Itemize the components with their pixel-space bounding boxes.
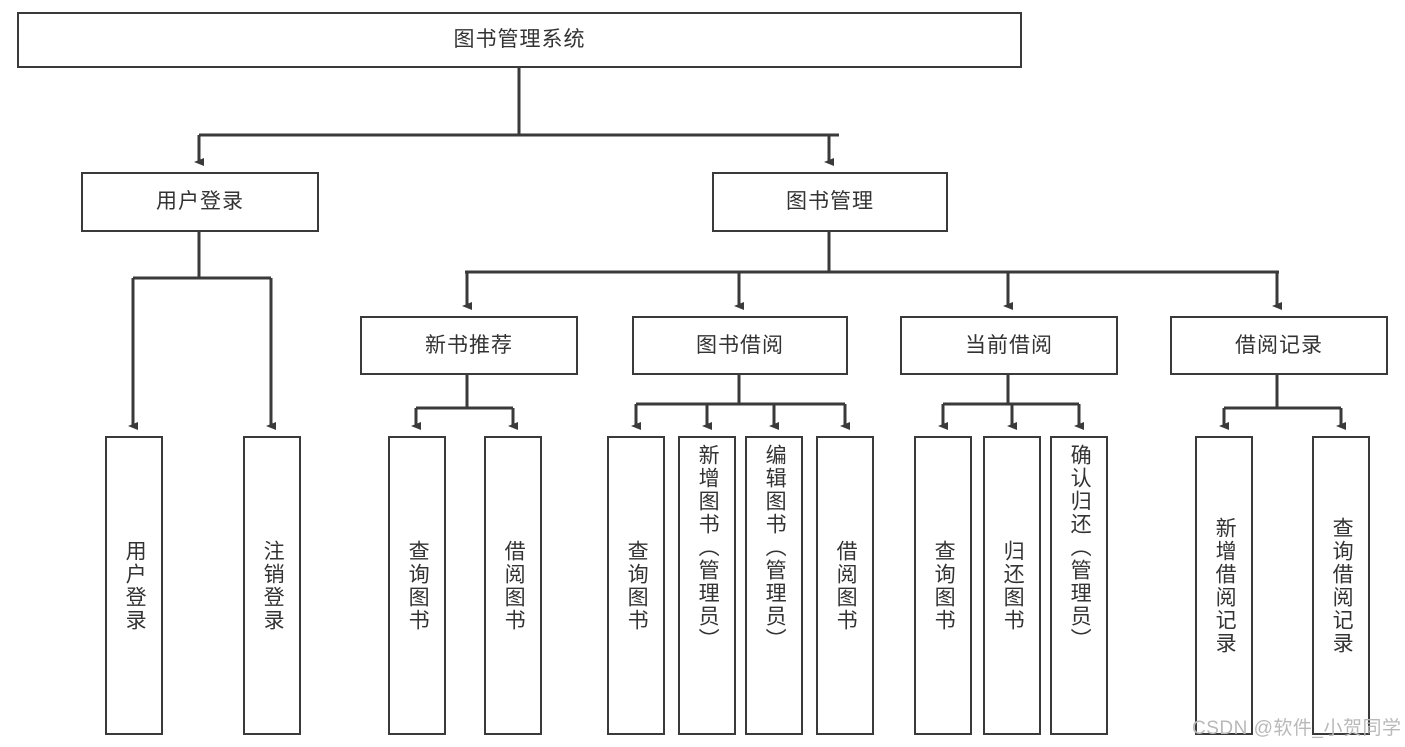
node-leaf-query-book-recommend[interactable]: 查询图书	[388, 436, 446, 735]
node-leaf-query-borrow-record[interactable]: 查询借阅记录	[1312, 436, 1370, 735]
node-leaf-query-book-borrow[interactable]: 查询图书	[607, 436, 665, 735]
node-leaf-borrow-book[interactable]: 借阅图书	[816, 436, 874, 735]
node-leaf-add-book-admin[interactable]: 新增图书（管理员）	[678, 436, 736, 735]
node-leaf-return-book[interactable]: 归还图书	[983, 436, 1041, 735]
node-leaf-add-borrow-record[interactable]: 新增借阅记录	[1195, 436, 1253, 735]
node-book-management[interactable]: 图书管理	[712, 172, 948, 232]
node-leaf-borrow-book-recommend[interactable]: 借阅图书	[484, 436, 542, 735]
node-new-book-recommend[interactable]: 新书推荐	[360, 316, 578, 375]
node-leaf-confirm-return-admin[interactable]: 确认归还（管理员）	[1050, 436, 1108, 735]
node-leaf-query-book-current[interactable]: 查询图书	[914, 436, 972, 735]
node-leaf-user-login[interactable]: 用户登录	[105, 436, 163, 735]
node-leaf-user-logout[interactable]: 注销登录	[243, 436, 301, 735]
node-book-borrow[interactable]: 图书借阅	[632, 316, 848, 375]
node-current-borrow[interactable]: 当前借阅	[900, 316, 1118, 375]
node-leaf-edit-book-admin[interactable]: 编辑图书（管理员）	[745, 436, 803, 735]
csdn-watermark: CSDN @软件_小贺同学	[1192, 718, 1402, 739]
node-user-login[interactable]: 用户登录	[81, 172, 319, 232]
node-root-system[interactable]: 图书管理系统	[17, 12, 1022, 68]
node-borrow-record[interactable]: 借阅记录	[1170, 316, 1388, 375]
